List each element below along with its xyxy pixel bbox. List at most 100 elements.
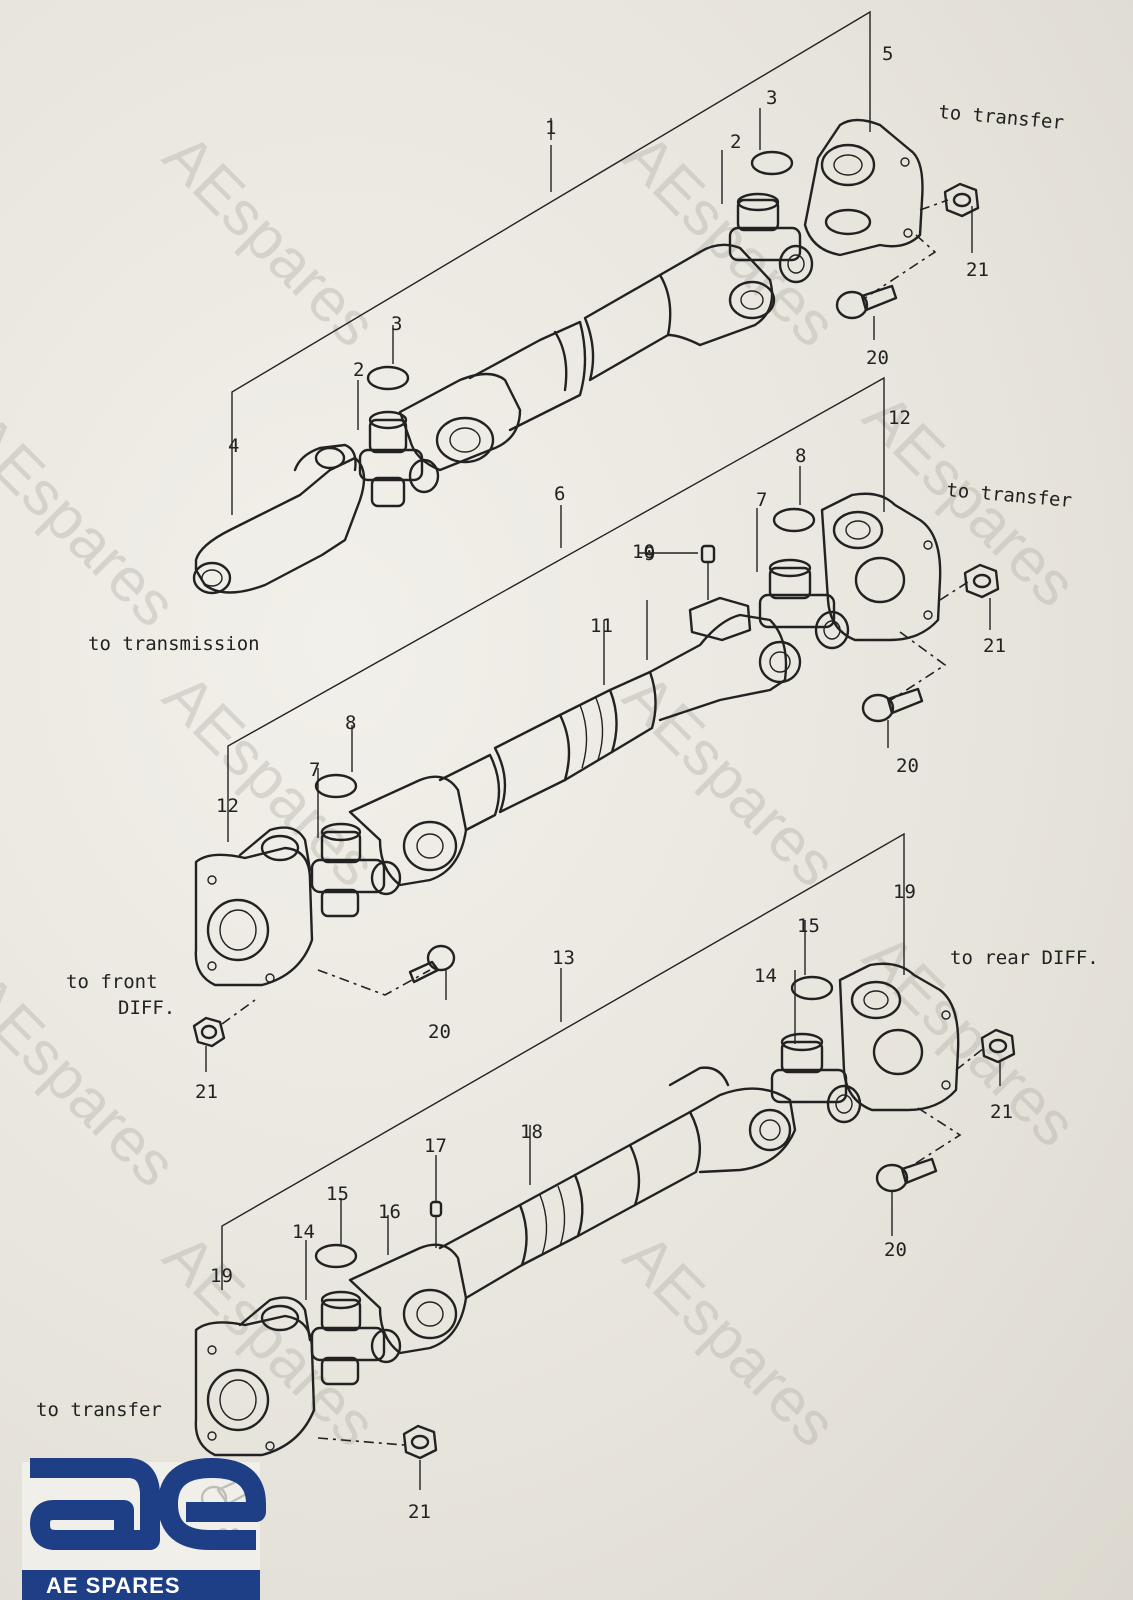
part-number: 20	[896, 755, 919, 777]
flange-yoke-5	[803, 118, 924, 257]
slip-yoke-16	[348, 1243, 468, 1355]
watermark: AEspares	[150, 121, 389, 360]
universal-joint-7b	[758, 558, 850, 650]
universal-joint-2a	[358, 410, 440, 508]
caption-to-front-diff: to front	[66, 971, 158, 993]
grease-nipple-10	[700, 544, 716, 600]
part-number: 19	[893, 881, 916, 903]
part-number: 12	[216, 795, 239, 817]
tube-2a	[438, 753, 501, 832]
part-number: 6	[554, 483, 565, 505]
part-number: 1	[545, 117, 556, 139]
ae-spares-logo: SAMURAI J33 AE SPARES	[22, 1458, 266, 1600]
tube-1-lower	[468, 320, 587, 432]
part-number: 13	[552, 947, 575, 969]
part-number: 21	[990, 1101, 1013, 1123]
part-number: 3	[766, 87, 777, 109]
flange-yoke-12a	[194, 846, 314, 987]
logo-brand-text: AE SPARES	[46, 1573, 181, 1598]
part-number: 21	[195, 1081, 218, 1103]
universal-joint-7a	[310, 822, 402, 918]
watermark: AEspares	[0, 401, 189, 640]
part-number: 18	[520, 1121, 543, 1143]
snap-ring-3a	[366, 365, 410, 391]
part-number: 19	[210, 1265, 233, 1287]
part-number: 2	[730, 131, 741, 153]
part-number: 15	[326, 1183, 349, 1205]
tube-1-upper	[583, 273, 672, 382]
part-number: 20	[428, 1021, 451, 1043]
nut-21a	[943, 182, 980, 218]
flange-yoke-19b	[838, 962, 960, 1112]
part-number: 5	[882, 43, 893, 65]
watermark: AEspares	[610, 1221, 849, 1460]
part-numbers: 1 2 3 5 2 3 4 21 20 6 7 8 9 10 11 12 21 …	[195, 43, 1013, 1547]
part-number: 3	[391, 313, 402, 335]
part-number: 21	[408, 1501, 431, 1523]
nut-21c	[192, 1016, 226, 1048]
part-number: 8	[795, 445, 806, 467]
caption-to-transfer: to transfer	[938, 101, 1065, 134]
grease-nipple-17	[429, 1200, 443, 1248]
part-number: 16	[378, 1201, 401, 1223]
universal-joint-2b	[728, 192, 814, 284]
captions: to transfer to transfer to transmission …	[36, 101, 1099, 1421]
caption-to-transfer: to transfer	[36, 1399, 162, 1421]
caption-to-transmission: to transmission	[88, 633, 260, 655]
boot-18	[518, 1173, 584, 1267]
bolt-20a	[835, 284, 898, 320]
part-number: 8	[345, 712, 356, 734]
tube-3b	[628, 1110, 702, 1207]
leader-bracket-13	[221, 832, 905, 1290]
part-number: 14	[754, 965, 777, 987]
flange-yoke-12b	[820, 492, 942, 642]
part-number: 7	[309, 759, 320, 781]
universal-joint-14b	[770, 1032, 862, 1124]
part-number: 7	[756, 489, 767, 511]
snap-ring-8a	[314, 773, 358, 799]
weld-yoke-lower	[398, 372, 522, 472]
universal-joint-14a	[310, 1290, 402, 1386]
leader-lines	[205, 108, 1001, 1490]
part-number: 20	[884, 1239, 907, 1261]
bolt-20b	[861, 687, 924, 723]
slip-yoke-9	[648, 613, 788, 722]
part-number: 12	[888, 407, 911, 429]
part-number: 20	[866, 347, 889, 369]
nut-21b	[963, 563, 1000, 599]
propeller-shaft-1	[192, 10, 980, 595]
watermark: AEspares	[150, 1221, 389, 1460]
tube-2b	[493, 713, 571, 814]
weld-yoke-mid-lower	[348, 775, 468, 887]
weld-yoke-rear	[688, 1087, 797, 1174]
weld-yoke-upper	[658, 243, 774, 347]
part-number: 10	[632, 541, 655, 563]
caption-to-front-diff: DIFF.	[118, 997, 175, 1019]
part-number: 21	[966, 259, 989, 281]
bolt-20d	[875, 1157, 938, 1193]
snap-ring-8b	[772, 507, 816, 533]
part-number: 17	[424, 1135, 447, 1157]
leader-bracket-1	[231, 10, 871, 515]
leader-bracket-6	[227, 376, 885, 842]
part-number: 21	[983, 635, 1006, 657]
bolt-20c	[408, 944, 456, 984]
part-number: 11	[590, 615, 613, 637]
snap-ring-15b	[790, 975, 834, 1001]
sleeve-yoke-4	[194, 456, 366, 594]
propeller-shaft-2	[192, 376, 1000, 1048]
caption-to-rear-diff: to rear DIFF.	[950, 947, 1099, 969]
part-number: 9	[644, 543, 655, 565]
nut-21d	[980, 1028, 1016, 1064]
part-number: 4	[228, 435, 239, 457]
part-number: 2	[353, 359, 364, 381]
part-number: 15	[797, 915, 820, 937]
snap-ring-3b	[750, 150, 794, 176]
flange-yoke-19a	[194, 1314, 316, 1457]
part-number: 14	[292, 1221, 315, 1243]
propeller-shaft-3	[194, 832, 1016, 1511]
nut-21e	[402, 1424, 438, 1460]
snap-ring-15a	[314, 1243, 358, 1269]
